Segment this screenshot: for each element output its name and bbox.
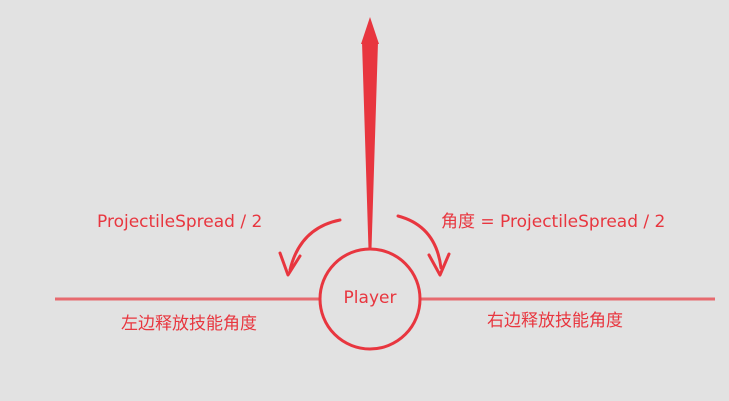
left-zone-label: 左边释放技能角度 [121, 314, 257, 334]
left-spread-arrowhead [278, 251, 302, 277]
player-label: Player [343, 288, 397, 308]
left-spread-label: ProjectileSpread / 2 [97, 212, 263, 232]
right-spread-arc [396, 214, 443, 270]
projectile-arrow-head [361, 17, 379, 44]
right-zone-label: 右边释放技能角度 [487, 311, 623, 331]
right-spread-arrowhead [427, 252, 451, 277]
right-spread-label: 角度 = ProjectileSpread / 2 [441, 212, 666, 232]
projectile-arrow-shaft [362, 42, 378, 249]
left-spread-arc [288, 218, 342, 272]
